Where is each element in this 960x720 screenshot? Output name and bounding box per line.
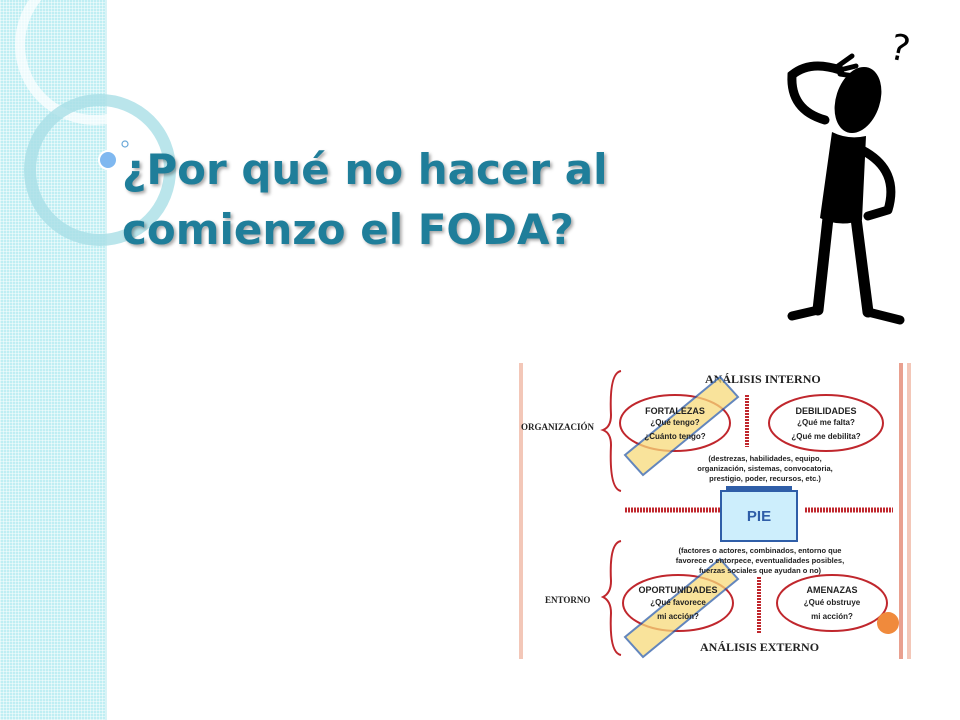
amenazas-ellipse	[776, 574, 888, 632]
band-edge	[105, 0, 107, 720]
fortalezas-ellipse	[619, 394, 731, 452]
oportunidades-title: OPORTUNIDADES	[638, 585, 717, 595]
debilidades-q2: ¿Qué me debilita?	[791, 432, 860, 441]
title-line-2: comienzo el FODA?	[122, 205, 574, 254]
orange-dot	[877, 612, 899, 634]
amenazas-q1: ¿Qué obstruye	[804, 598, 861, 607]
debilidades-title: DEBILIDADES	[795, 406, 856, 416]
external-note-2: favorece o entorpece, eventualidades pos…	[676, 556, 844, 565]
pie-label-box: PIE	[720, 486, 798, 542]
diagram-right-border	[899, 363, 903, 659]
fortalezas-title: FORTALEZAS	[645, 406, 705, 416]
oportunidades-ellipse	[622, 574, 734, 632]
internal-note-3: prestigio, poder, recursos, etc.)	[709, 474, 821, 483]
thinking-figure-illustration: ?	[787, 27, 913, 325]
question-mark: ?	[886, 27, 913, 71]
diagram-left-border	[519, 363, 523, 659]
fortalezas-q2: ¿Cuánto tengo?	[644, 432, 705, 441]
small-ring	[121, 140, 129, 148]
highlight-fortalezas	[623, 375, 740, 477]
decorative-circles	[15, 0, 176, 246]
slide-title: ¿Por qué no hacer al comienzo el FODA?	[122, 140, 722, 260]
debilidades-ellipse	[768, 394, 884, 452]
fortalezas-q1: ¿Qué tengo?	[650, 418, 699, 427]
debilidades-q1: ¿Qué me falta?	[797, 418, 855, 427]
organizacion-brace	[600, 370, 622, 492]
entorno-brace	[600, 540, 622, 656]
internal-note-1: (destrezas, habilidades, equipo,	[708, 454, 821, 463]
pie-label: PIE	[746, 507, 772, 525]
external-note-1: (factores o actores, combinados, entorno…	[679, 546, 842, 555]
internal-note-2: organización, sistemas, convocatoria,	[697, 464, 832, 473]
oportunidades-q2: mi acción?	[657, 612, 699, 621]
amenazas-title: AMENAZAS	[807, 585, 858, 595]
heading-analisis-interno: ANÁLISIS INTERNO	[705, 372, 821, 386]
highlight-oportunidades	[623, 557, 740, 659]
bullet-dot	[98, 150, 118, 170]
amenazas-q2: mi acción?	[811, 612, 853, 621]
label-organizacion: ORGANIZACIÓN	[521, 422, 595, 432]
label-entorno: ENTORNO	[545, 595, 590, 605]
oportunidades-q1: ¿Qué favorece	[650, 598, 706, 607]
external-note-3: fuerzas sociales que ayudan o no)	[699, 566, 822, 575]
foda-diagram: ORGANIZACIÓN ENTORNO ANÁLISIS INTERNO AN…	[515, 355, 920, 663]
heading-analisis-externo: ANÁLISIS EXTERNO	[700, 640, 819, 654]
title-line-1: ¿Por qué no hacer al	[122, 145, 608, 194]
